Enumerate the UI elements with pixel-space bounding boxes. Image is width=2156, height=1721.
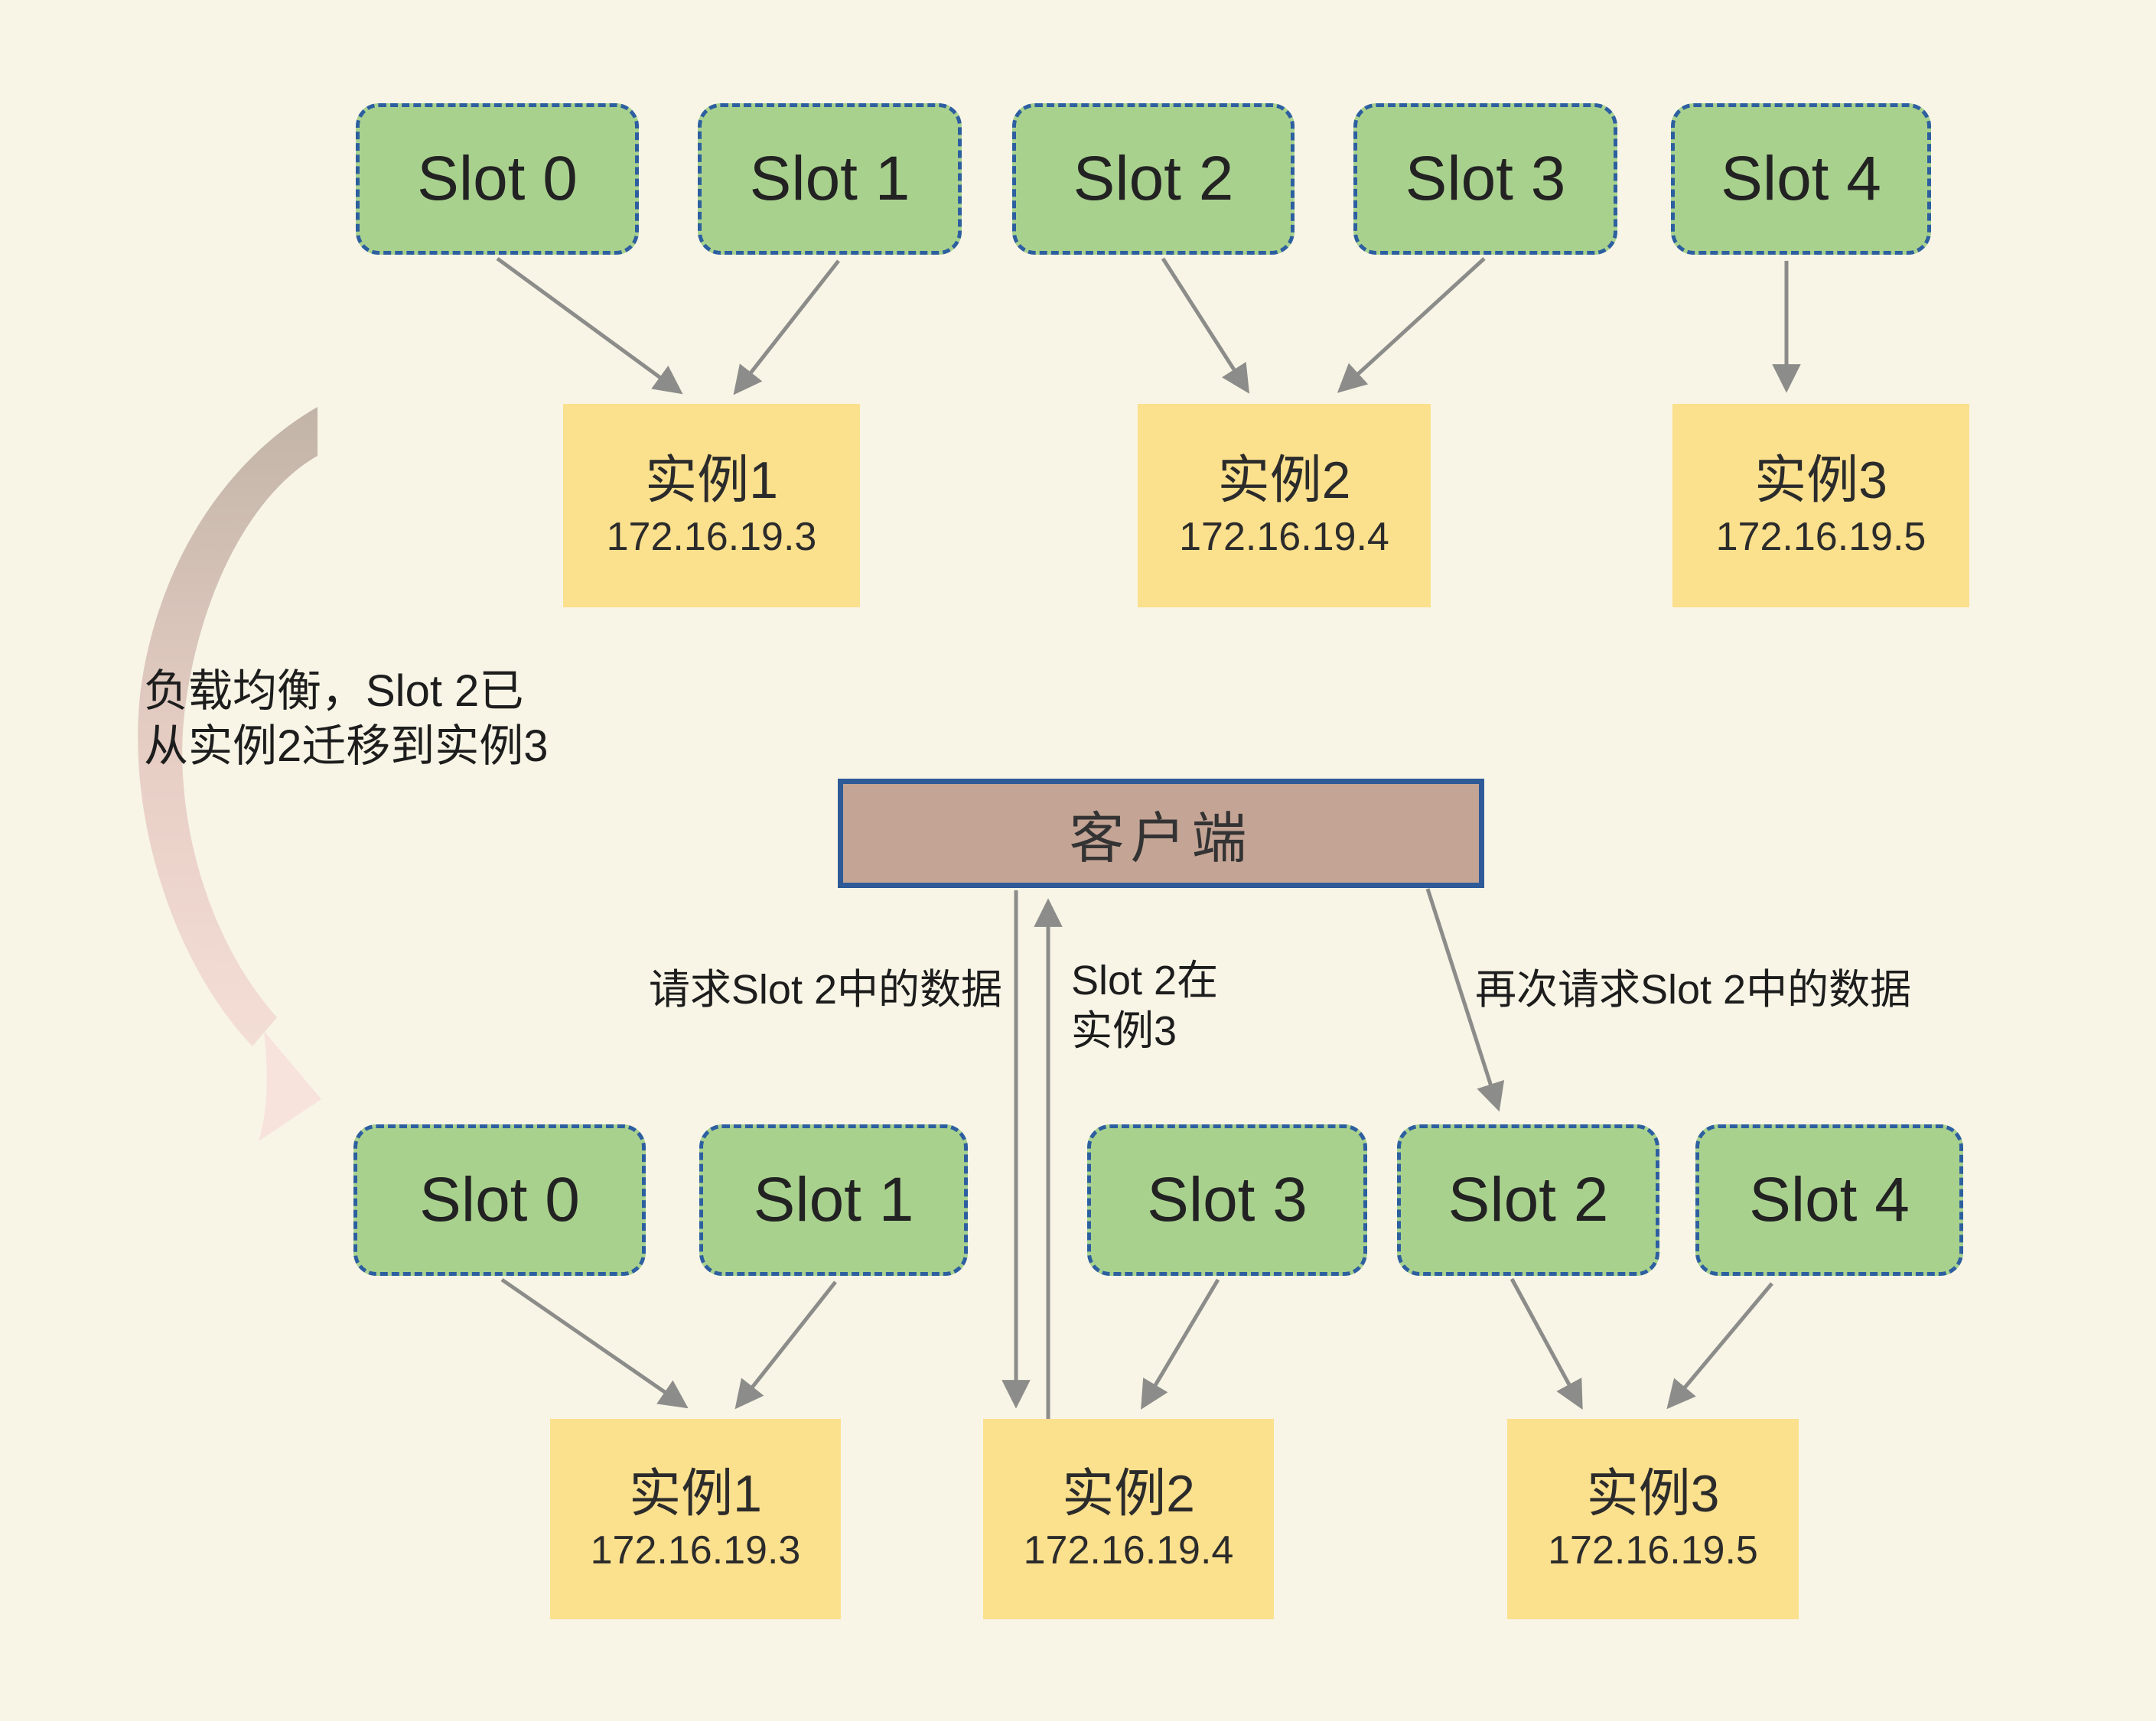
before-slot-1-label: Slot 1 — [749, 144, 910, 213]
request-data-label: 请求Slot 2中的数据 — [648, 967, 1002, 1013]
after-instance-2: 实例2 172.16.19.4 — [983, 1419, 1274, 1619]
after-slot-4: Slot 4 — [1695, 1124, 1963, 1276]
after-instance-1: 实例1 172.16.19.3 — [550, 1419, 841, 1619]
client-box: 客户端 — [838, 779, 1484, 888]
before-instance-2-name: 实例2 — [1217, 451, 1351, 509]
before-instance-1-ip: 172.16.19.3 — [606, 515, 817, 559]
arrow-after-slot1-instance1 — [734, 1280, 837, 1410]
after-instance-2-name: 实例2 — [1062, 1465, 1195, 1523]
before-instance-1: 实例1 172.16.19.3 — [563, 404, 860, 607]
before-slot-2: Slot 2 — [1012, 103, 1295, 255]
before-slot-4: Slot 4 — [1671, 103, 1931, 255]
arrow-before-slot3-instance2 — [1337, 257, 1486, 393]
before-slot-0-label: Slot 0 — [417, 144, 578, 213]
slot2-location-line2: 实例3 — [1071, 1007, 1177, 1054]
before-slot-3-label: Slot 3 — [1405, 144, 1566, 213]
after-slot-3: Slot 3 — [1087, 1124, 1367, 1276]
migration-note: 负载均衡，Slot 2已 从实例2迁移到实例3 — [144, 664, 618, 774]
migration-curved-arrow — [138, 407, 321, 1141]
before-slot-0: Slot 0 — [356, 103, 639, 255]
before-instance-1-name: 实例1 — [645, 451, 778, 509]
after-instance-3-name: 实例3 — [1586, 1465, 1720, 1523]
before-instance-3-name: 实例3 — [1754, 451, 1887, 509]
arrow-before-slot0-instance1 — [496, 256, 683, 395]
migration-note-line2: 从实例2迁移到实例3 — [144, 721, 549, 771]
after-slot-3-label: Slot 3 — [1147, 1165, 1308, 1235]
after-slot-2: Slot 2 — [1397, 1124, 1659, 1276]
after-instance-1-name: 实例1 — [629, 1465, 762, 1523]
after-slot-4-label: Slot 4 — [1749, 1165, 1910, 1235]
after-slot-2-label: Slot 2 — [1448, 1165, 1609, 1235]
before-instance-3-ip: 172.16.19.5 — [1715, 515, 1926, 559]
before-instance-2: 实例2 172.16.19.4 — [1138, 404, 1431, 607]
arrow-after-slot2-instance3 — [1510, 1277, 1583, 1410]
before-instance-3: 实例3 172.16.19.5 — [1672, 404, 1969, 607]
arrow-after-slot3-instance2 — [1141, 1278, 1220, 1410]
after-instance-1-ip: 172.16.19.3 — [590, 1528, 801, 1573]
arrow-before-slot2-instance2 — [1161, 257, 1250, 394]
client-label: 客户端 — [1069, 808, 1253, 870]
before-slot-2-label: Slot 2 — [1073, 144, 1234, 213]
after-instance-3: 实例3 172.16.19.5 — [1507, 1419, 1799, 1619]
arrow-before-slot1-instance1 — [733, 259, 840, 395]
arrow-after-slot4-instance3 — [1666, 1282, 1773, 1410]
before-slot-1: Slot 1 — [698, 103, 962, 255]
after-slot-0: Slot 0 — [353, 1124, 646, 1276]
arrow-after-slot0-instance1 — [500, 1277, 689, 1409]
slot2-location-label: Slot 2在 实例3 — [1071, 956, 1218, 1057]
before-slot-3: Slot 3 — [1353, 103, 1617, 255]
after-instance-3-ip: 172.16.19.5 — [1548, 1528, 1758, 1573]
slot2-location-line1: Slot 2在 — [1071, 958, 1219, 1004]
migration-note-line1: 负载均衡，Slot 2已 — [144, 666, 524, 716]
retry-request-label: 再次请求Slot 2中的数据 — [1475, 967, 1912, 1013]
before-instance-2-ip: 172.16.19.4 — [1179, 515, 1389, 559]
before-slot-4-label: Slot 4 — [1721, 144, 1881, 213]
after-slot-0-label: Slot 0 — [419, 1165, 580, 1235]
after-slot-1: Slot 1 — [699, 1124, 968, 1276]
arrow-client-retry-slot2 — [1425, 888, 1505, 1112]
after-slot-1-label: Slot 1 — [753, 1165, 914, 1235]
after-instance-2-ip: 172.16.19.4 — [1023, 1528, 1234, 1573]
